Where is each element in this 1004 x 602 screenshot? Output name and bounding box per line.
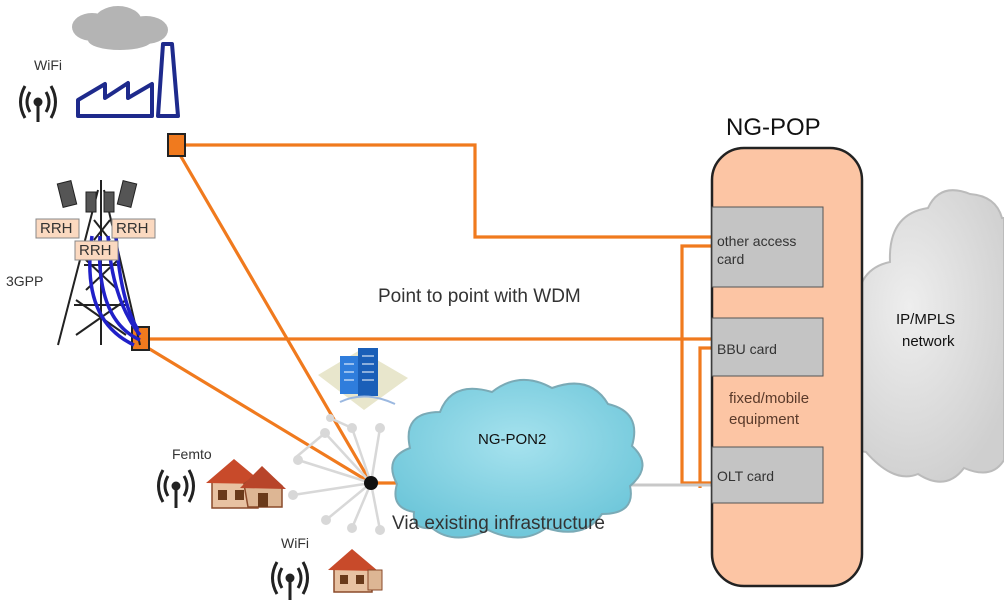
rrh-box-1 <box>35 218 80 239</box>
wifi-antenna-icon <box>19 85 57 122</box>
wifi-antenna-bottom-icon <box>271 561 309 600</box>
ipmpls-label-line1: IP/MPLS <box>896 311 956 328</box>
card-olt <box>711 446 824 504</box>
rrh-label-2: RRH <box>116 220 149 237</box>
p2p-label: Point to point with WDM <box>378 286 581 307</box>
card-other-access-line1: other access <box>717 233 797 249</box>
rrh-label-3: RRH <box>79 242 112 259</box>
ipmpls-label-line2: network <box>902 333 955 350</box>
fiber-tower-to-splitter <box>142 343 372 485</box>
ngpon2-label: NG-PON2 <box>478 431 547 448</box>
fiber-factory-to-splitter <box>174 147 373 484</box>
femto-label: Femto <box>172 446 212 462</box>
fiber-links <box>142 143 712 488</box>
house-icon-femto <box>206 459 286 509</box>
3gpp-label: 3GPP <box>6 273 44 289</box>
office-building-icon <box>318 348 408 410</box>
fiber-factory-to-other-access <box>184 143 712 239</box>
fiber-connector-factory <box>167 133 186 157</box>
card-other-access <box>711 206 824 288</box>
rrh-units <box>35 218 156 261</box>
ngpop-title: NG-POP <box>726 114 821 141</box>
card-bbu <box>711 317 824 377</box>
card-bbu-label: BBU card <box>717 341 777 357</box>
ngpon2-cloud <box>391 378 644 539</box>
equipment-label-line2: equipment <box>729 411 800 428</box>
fiber-olt-loop-1 <box>680 244 712 485</box>
rrh-label-1: RRH <box>40 220 73 237</box>
femto-antenna-icon <box>157 469 195 508</box>
fiber-olt-loop-2 <box>698 346 712 488</box>
cell-tower-icon <box>56 180 142 347</box>
rrh-box-3 <box>74 240 119 261</box>
card-other-access-line2: card <box>717 251 745 267</box>
rrh-box-2 <box>111 218 156 239</box>
equipment-label-line1: fixed/mobile <box>729 390 810 407</box>
wifi-bottom-label: WiFi <box>281 535 309 551</box>
splitter-hub <box>364 476 378 490</box>
house-icon-wifi <box>328 549 383 593</box>
card-olt-label: OLT card <box>717 468 775 484</box>
factory-icon <box>76 42 180 118</box>
via-label: Via existing infrastructure <box>392 513 605 534</box>
smoke-cloud-icon <box>72 6 168 50</box>
wifi-top-label: WiFi <box>34 57 62 73</box>
optical-splitter <box>288 414 385 535</box>
